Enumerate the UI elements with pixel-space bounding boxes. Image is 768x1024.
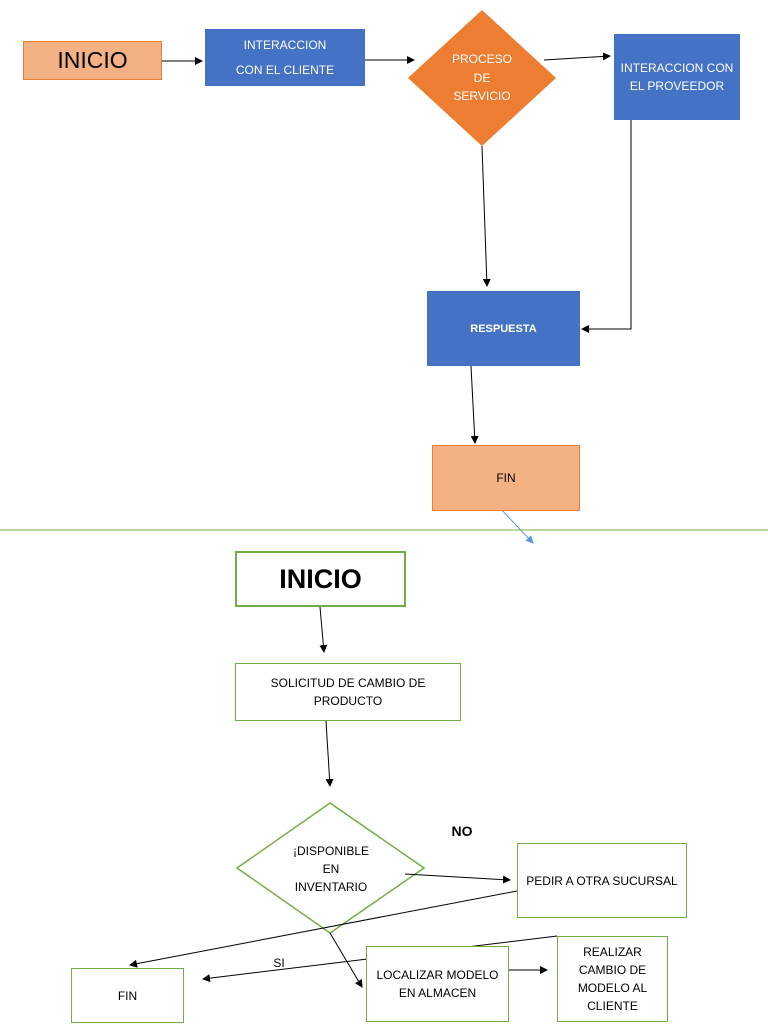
- pedir-label: PEDIR A OTRA SUCURSAL: [526, 873, 678, 888]
- pedir-node: PEDIR A OTRA SUCURSAL: [517, 843, 687, 918]
- si-label: SI: [273, 956, 285, 970]
- no-label-node: NO: [444, 820, 480, 842]
- disponible-label: ¡DISPONIBLE EN INVENTARIO: [292, 844, 370, 894]
- solicitud-node: SOLICITUD DE CAMBIO DE PRODUCTO: [235, 663, 461, 721]
- arrow-respuesta-to-fin: [470, 365, 479, 444]
- si-label-node: SI: [266, 954, 292, 972]
- arrow-disponible-to-pedir: [404, 873, 511, 884]
- inicio-label-1: INICIO: [57, 47, 128, 73]
- fin-node-2: FIN: [71, 968, 184, 1023]
- respuesta-label: RESPUESTA: [470, 322, 537, 335]
- arrow-proveedor-to-respuesta: [581, 120, 632, 333]
- interaccion-proveedor-label: INTERACCION CON EL PROVEEDOR: [620, 61, 734, 93]
- fin-node-1: FIN: [432, 445, 580, 511]
- arrow-proceso-to-respuesta: [481, 145, 491, 287]
- inicio-label-2: INICIO: [279, 563, 362, 594]
- localizar-label: LOCALIZAR MODELO EN ALMACEN: [376, 968, 499, 1000]
- proceso-servicio-label: PROCESO DE SERVICIO: [451, 52, 512, 104]
- interaccion-proveedor-node: INTERACCION CON EL PROVEEDOR: [614, 34, 740, 120]
- proceso-servicio-node: PROCESO DE SERVICIO: [428, 40, 536, 116]
- arrow-inicio2-to-solicitud: [319, 606, 328, 653]
- interaccion-cliente-node: INTERACCION CON EL CLIENTE: [205, 29, 365, 86]
- inicio-node-1: INICIO: [23, 41, 162, 80]
- arrow-proceso-to-proveedor: [543, 52, 611, 61]
- inicio-node-2: INICIO: [235, 551, 406, 607]
- solicitud-label: SOLICITUD DE CAMBIO DE PRODUCTO: [270, 676, 426, 708]
- respuesta-node: RESPUESTA: [427, 291, 580, 366]
- disponible-node: ¡DISPONIBLE EN INVENTARIO: [270, 838, 392, 900]
- arrow-pedir-to-fin: [129, 890, 518, 968]
- arrow-solicitud-to-disponible: [325, 720, 334, 787]
- proceso-diamond-shape: [408, 10, 556, 146]
- fin-label-1: FIN: [496, 471, 516, 485]
- realizar-label: REALIZAR CAMBIO DE MODELO AL CLIENTE: [577, 945, 648, 1013]
- arrow-disponible-to-localizar: [329, 932, 363, 988]
- interaccion-cliente-label: INTERACCION CON EL CLIENTE: [235, 37, 335, 77]
- no-label: NO: [451, 823, 473, 839]
- localizar-node: LOCALIZAR MODELO EN ALMACEN: [366, 946, 509, 1022]
- realizar-node: REALIZAR CAMBIO DE MODELO AL CLIENTE: [557, 936, 668, 1022]
- fin-label-2: FIN: [117, 988, 138, 1003]
